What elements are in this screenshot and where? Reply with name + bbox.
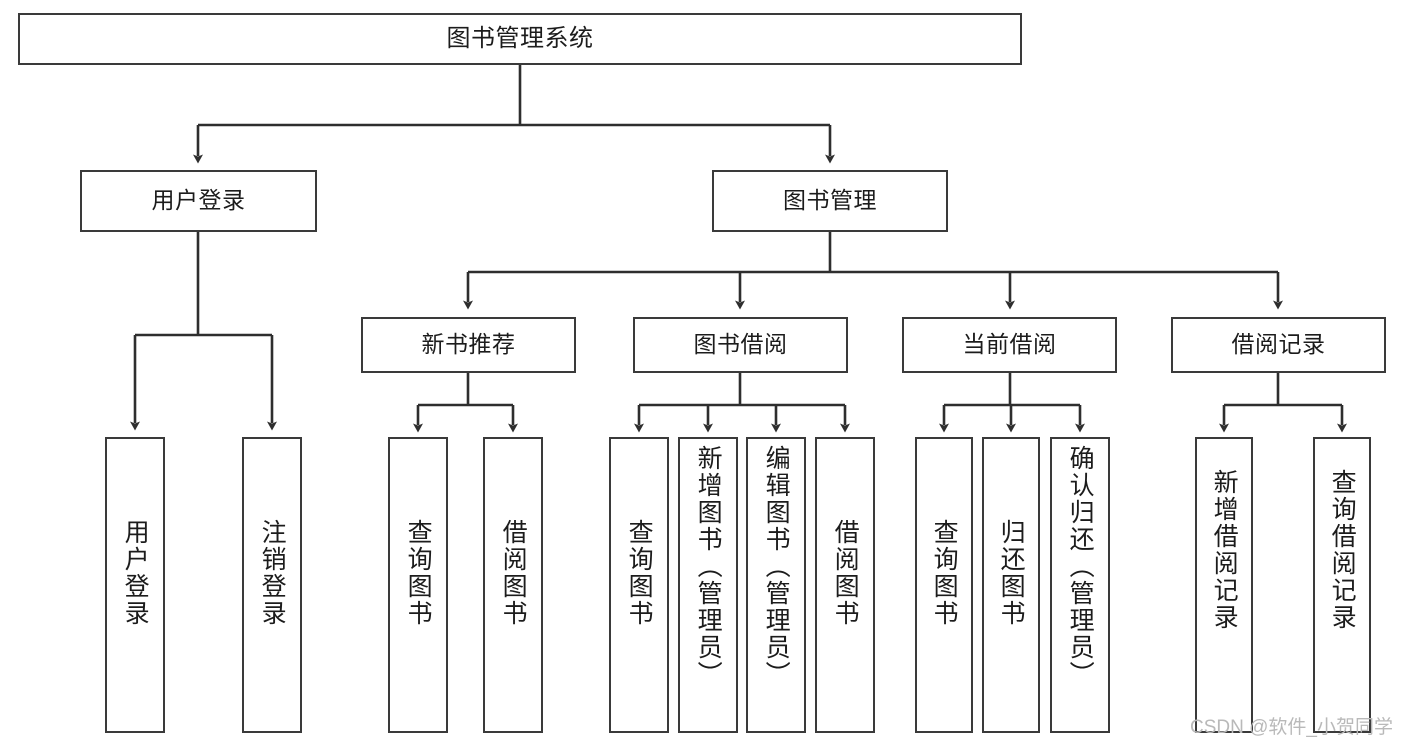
node-label: 新书推荐 [421,331,516,358]
leaf-query-borrow-record[interactable]: 查询借阅记录 [1313,437,1371,733]
leaf-add-book-admin[interactable]: 新增图书（管理员） [678,437,738,733]
node-label: 查询借阅记录 [1328,469,1357,631]
leaf-return-book[interactable]: 归还图书 [982,437,1040,733]
leaf-user-login[interactable]: 用户登录 [105,437,165,733]
leaf-confirm-return-admin[interactable]: 确认归还（管理员） [1050,437,1110,733]
node-book-management[interactable]: 图书管理 [712,170,948,232]
node-label: 借阅记录 [1231,331,1326,358]
node-label: 图书管理系统 [446,24,594,52]
node-label: 借阅图书 [831,519,860,627]
node-root-book-management-system[interactable]: 图书管理系统 [18,13,1022,65]
leaf-borrow-book-recommend[interactable]: 借阅图书 [483,437,543,733]
node-label: 新增图书（管理员） [694,445,723,688]
node-borrow-record[interactable]: 借阅记录 [1171,317,1386,373]
node-label: 编辑图书（管理员） [762,445,791,688]
leaf-add-borrow-record[interactable]: 新增借阅记录 [1195,437,1253,733]
leaf-query-book-borrow[interactable]: 查询图书 [609,437,669,733]
leaf-edit-book-admin[interactable]: 编辑图书（管理员） [746,437,806,733]
node-book-borrow[interactable]: 图书借阅 [633,317,848,373]
node-current-borrow[interactable]: 当前借阅 [902,317,1117,373]
node-label: 确认归还（管理员） [1066,445,1095,688]
node-label: 图书借阅 [693,331,788,358]
leaf-logout-login[interactable]: 注销登录 [242,437,302,733]
node-label: 查询图书 [930,519,959,627]
node-label: 归还图书 [997,519,1026,627]
node-label: 当前借阅 [962,331,1057,358]
node-label: 注销登录 [258,519,287,627]
node-label: 查询图书 [404,519,433,627]
node-label: 借阅图书 [499,519,528,627]
node-user-login[interactable]: 用户登录 [80,170,317,232]
node-label: 图书管理 [783,187,877,214]
leaf-query-book-recommend[interactable]: 查询图书 [388,437,448,733]
leaf-query-book-current[interactable]: 查询图书 [915,437,973,733]
csdn-watermark: CSDN @软件_小贺同学 [1190,717,1393,738]
node-label: 用户登录 [151,187,246,214]
leaf-borrow-book-borrow[interactable]: 借阅图书 [815,437,875,733]
node-new-book-recommend[interactable]: 新书推荐 [361,317,576,373]
node-label: 新增借阅记录 [1210,469,1239,631]
node-label: 查询图书 [625,519,654,627]
node-label: 用户登录 [121,519,150,627]
